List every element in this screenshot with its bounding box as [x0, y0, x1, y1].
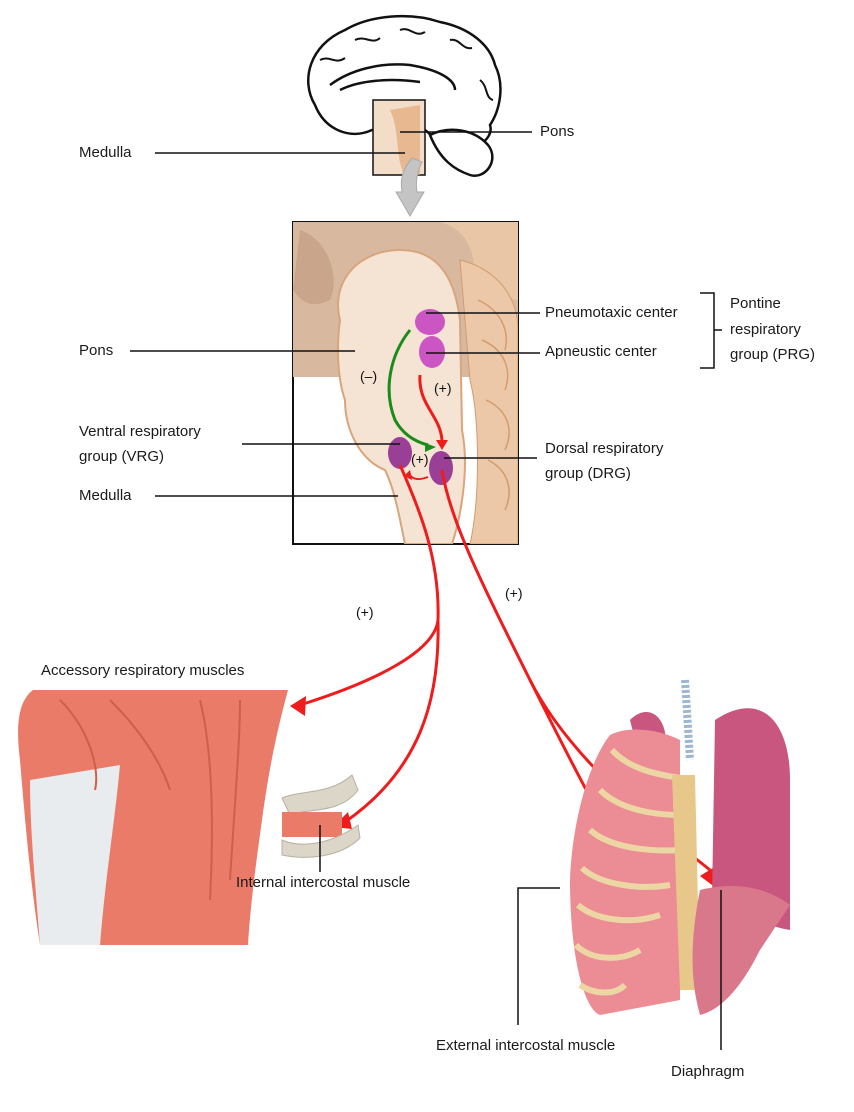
thorax-illustration	[570, 679, 790, 1015]
sign-excite-apneustic: (+)	[434, 380, 452, 396]
sign-inhibitory: (–)	[360, 368, 378, 384]
label-prg-line1: Pontine	[730, 295, 781, 312]
label-pons: Pons	[79, 342, 114, 359]
internal-intercostal-illustration	[281, 774, 361, 858]
brainstem-panel	[292, 221, 711, 872]
label-medulla: Medulla	[79, 487, 132, 504]
label-prg-line3: group (PRG)	[730, 346, 816, 363]
sign-excite-vrg-out: (+)	[356, 604, 374, 620]
label-pons-top: Pons	[540, 123, 575, 140]
label-internal-intercostal: Internal intercostal muscle	[236, 874, 411, 891]
accessory-muscles-illustration	[18, 690, 288, 945]
sign-excite-drg-out: (+)	[505, 585, 523, 601]
sign-excite-drg-vrg: (+)	[411, 451, 429, 467]
label-drg-line1: Dorsal respiratory	[545, 440, 664, 457]
label-vrg-line1: Ventral respiratory	[79, 423, 201, 440]
label-vrg-line2: group (VRG)	[79, 448, 165, 465]
brain-sagittal-icon	[307, 14, 502, 178]
label-medulla-top: Medulla	[79, 144, 132, 161]
label-diaphragm: Diaphragm	[671, 1063, 745, 1080]
label-pneumotaxic-center: Pneumotaxic center	[545, 304, 678, 321]
label-prg-line2: respiratory	[730, 321, 801, 338]
label-accessory-muscles: Accessory respiratory muscles	[41, 662, 245, 679]
label-drg-line2: group (DRG)	[545, 465, 631, 482]
label-apneustic-center: Apneustic center	[545, 343, 657, 360]
label-external-intercostal: External intercostal muscle	[436, 1037, 616, 1054]
zoom-arrow-icon	[395, 157, 425, 217]
